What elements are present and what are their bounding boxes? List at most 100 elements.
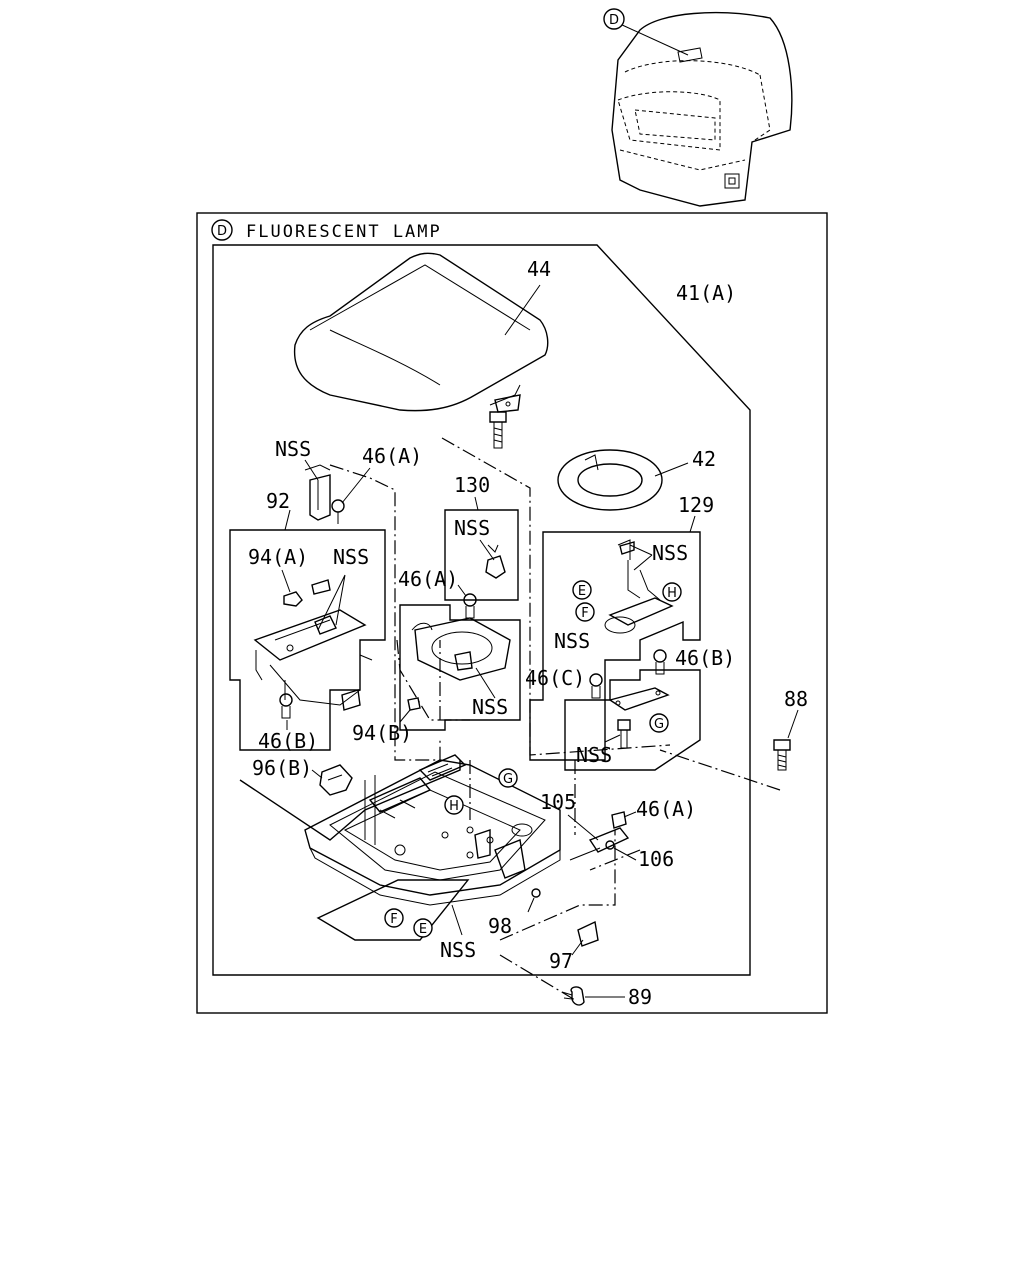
leader-42 xyxy=(654,462,689,477)
box-92 xyxy=(229,529,386,751)
leader-46a-1 xyxy=(341,467,371,504)
leader-97 xyxy=(571,939,584,956)
label-nss-4: NSS xyxy=(333,545,369,569)
socket-94b xyxy=(407,697,421,711)
screw-88 xyxy=(773,739,791,771)
leader-94b xyxy=(399,709,411,723)
cab-overview xyxy=(611,11,793,207)
leader-nss2 xyxy=(479,539,495,561)
screw-46a-center xyxy=(463,593,477,619)
lamp-bracket-left xyxy=(253,579,373,681)
label-88: 88 xyxy=(784,687,808,711)
svg-text:E: E xyxy=(578,584,586,599)
leader-nss1 xyxy=(304,459,319,481)
leader-129 xyxy=(689,515,696,533)
screw-top xyxy=(489,411,507,449)
label-plate-97 xyxy=(577,920,599,947)
leader-98 xyxy=(527,897,535,913)
socket-94a xyxy=(283,591,303,607)
clip-96b xyxy=(319,764,353,796)
ref-circle-f2: F xyxy=(384,908,404,928)
label-nss-1: NSS xyxy=(275,437,311,461)
leader-46a-2 xyxy=(457,584,467,597)
screw-46b-left xyxy=(279,693,293,719)
lamp-socket-129 xyxy=(604,539,674,634)
base-assembly xyxy=(304,754,561,906)
box-130 xyxy=(444,509,519,601)
nss-bracket-top-left xyxy=(304,464,331,521)
leader-nss8 xyxy=(451,904,463,936)
leader-96b xyxy=(311,769,323,779)
label-nss-7: NSS xyxy=(576,743,612,767)
svg-text:H: H xyxy=(449,799,459,814)
screw-46b-right xyxy=(653,649,667,675)
ref-circle-e1: E xyxy=(572,580,592,600)
svg-text:H: H xyxy=(667,586,677,601)
leader-44 xyxy=(504,284,541,336)
leader-130 xyxy=(474,496,479,511)
svg-text:E: E xyxy=(419,922,427,937)
clip-130 xyxy=(485,544,506,579)
svg-text:FLUORESCENT LAMP: FLUORESCENT LAMP xyxy=(246,222,442,242)
label-96b: 96(B) xyxy=(252,756,312,780)
ref-circle-h2: H xyxy=(444,795,464,815)
assembly-41a-outline xyxy=(212,244,751,976)
screw-46c xyxy=(589,673,603,699)
ref-circle-f1: F xyxy=(575,602,595,622)
label-46a-3: 46(A) xyxy=(636,797,696,821)
leader-94a xyxy=(281,569,291,593)
screw-89 xyxy=(561,986,585,1006)
screw-nss-right xyxy=(617,719,631,749)
leader-nss5 xyxy=(475,667,496,699)
fluorescent-tube-42 xyxy=(557,449,663,511)
bracket-105-106 xyxy=(569,811,630,861)
label-nss-5: NSS xyxy=(554,629,590,653)
label-97: 97 xyxy=(549,949,573,973)
leader-88 xyxy=(787,709,799,739)
overview-callout-d: D xyxy=(603,8,625,30)
label-nss-3: NSS xyxy=(652,541,688,565)
chain-88 xyxy=(659,749,781,791)
label-46a-2: 46(A) xyxy=(398,567,458,591)
leader-105 xyxy=(567,814,599,841)
leader-92 xyxy=(284,509,291,531)
lens-cover-44 xyxy=(293,252,549,413)
svg-text:G: G xyxy=(654,717,664,732)
screw-46a-top-left xyxy=(331,499,345,524)
label-42: 42 xyxy=(692,447,716,471)
chain-center-plane xyxy=(441,437,671,756)
label-nss-6: NSS xyxy=(472,695,508,719)
label-94a: 94(A) xyxy=(248,545,308,569)
label-105: 105 xyxy=(540,790,576,814)
diagram-frame xyxy=(196,212,828,1014)
label-46b-1: 46(B) xyxy=(675,646,735,670)
label-92: 92 xyxy=(266,489,290,513)
svg-text:G: G xyxy=(503,772,513,787)
ref-circle-g2: G xyxy=(498,768,518,788)
box-129 xyxy=(529,531,701,761)
svg-text:D: D xyxy=(609,13,619,28)
label-106: 106 xyxy=(638,847,674,871)
leader-nss3 xyxy=(629,544,653,571)
ref-circle-g1: G xyxy=(649,713,669,733)
nut-98 xyxy=(531,888,541,898)
chain-105 xyxy=(589,849,641,871)
label-129: 129 xyxy=(678,493,714,517)
label-46a-1: 46(A) xyxy=(362,444,422,468)
chain-lower-right xyxy=(499,830,616,941)
label-98: 98 xyxy=(488,914,512,938)
label-94b: 94(B) xyxy=(352,721,412,745)
label-46c: 46(C) xyxy=(525,666,585,690)
leader-nss6 xyxy=(604,734,621,743)
reflector-plate-center xyxy=(411,617,511,681)
label-nss-2: NSS xyxy=(454,516,490,540)
leader-106 xyxy=(613,847,637,861)
label-41a: 41(A) xyxy=(676,281,736,305)
label-89: 89 xyxy=(628,985,652,1009)
svg-text:F: F xyxy=(581,606,588,621)
ref-circle-e2: E xyxy=(413,918,433,938)
box-right-lower xyxy=(564,669,701,771)
label-nss-8: NSS xyxy=(440,938,476,962)
frame-ef xyxy=(316,879,470,941)
